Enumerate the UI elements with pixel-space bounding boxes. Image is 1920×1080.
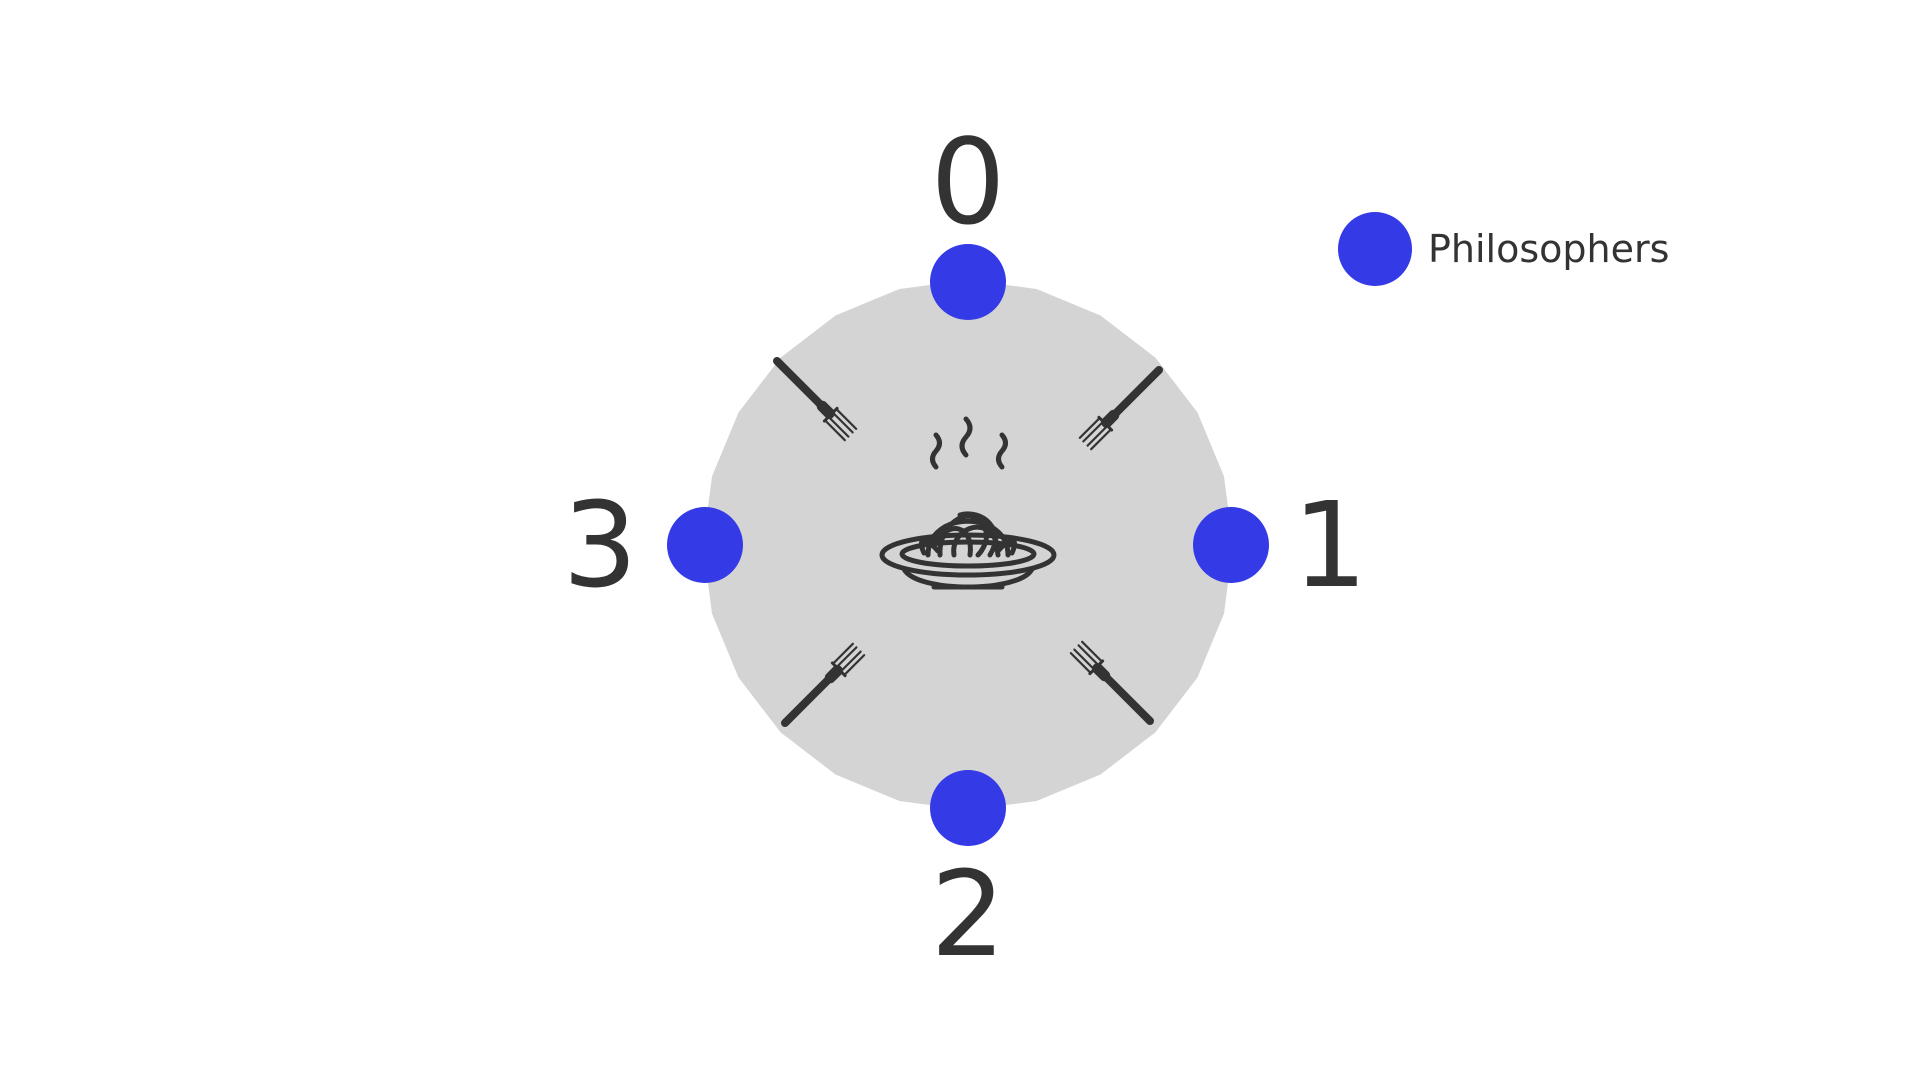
pasta-bowl-icon — [879, 416, 1057, 590]
legend-marker — [1338, 212, 1412, 286]
philosopher-label-0: 0 — [930, 113, 1005, 251]
philosopher-seat-2 — [930, 770, 1006, 846]
philosopher-seat-3 — [667, 507, 743, 583]
fork-top-left — [772, 356, 858, 442]
philosopher-label-2: 2 — [930, 845, 1005, 983]
fork-top-right — [1078, 365, 1164, 451]
philosopher-seat-1 — [1193, 507, 1269, 583]
legend-label: Philosophers — [1428, 227, 1669, 271]
philosopher-seat-0 — [930, 244, 1006, 320]
fork-bottom-left — [780, 642, 866, 728]
forks-layer — [772, 356, 1164, 728]
philosopher-label-3: 3 — [562, 476, 637, 614]
legend: Philosophers — [1338, 212, 1669, 286]
philosophers-layer — [667, 244, 1269, 846]
fork-bottom-right — [1069, 640, 1155, 726]
philosopher-label-1: 1 — [1292, 476, 1367, 614]
